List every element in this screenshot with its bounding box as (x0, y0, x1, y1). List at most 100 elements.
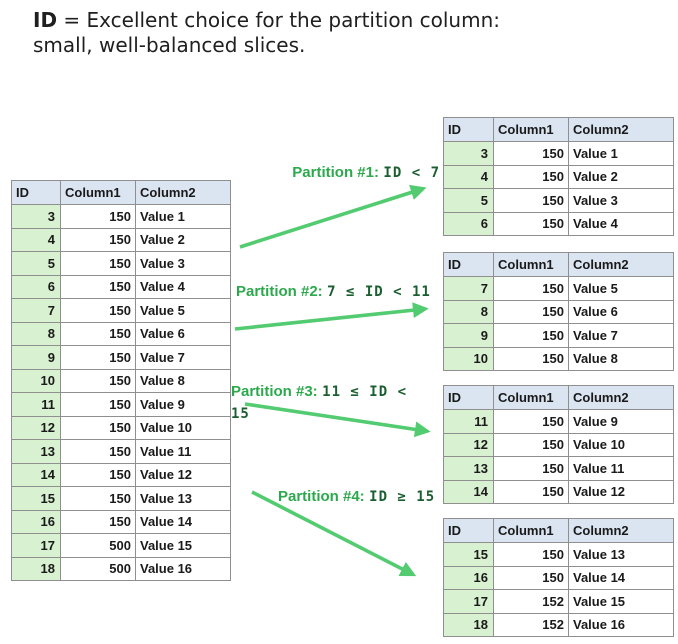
column-header: Column2 (568, 252, 674, 277)
id-cell: 18 (11, 556, 61, 581)
id-cell: 5 (11, 251, 61, 276)
partition-1-label-name: Partition #1: (292, 164, 379, 181)
column1-cell: 150 (493, 188, 569, 213)
column1-cell: 150 (493, 456, 569, 481)
column1-cell: 152 (493, 612, 569, 637)
partition-2-arrow-icon (234, 302, 429, 331)
column1-cell: 150 (493, 299, 569, 324)
partition-3-condition: 11 ≤ ID < 15 (231, 384, 407, 422)
column2-cell: Value 2 (135, 227, 231, 252)
column1-cell: 150 (493, 432, 569, 457)
id-cell: 17 (443, 589, 494, 614)
column2-cell: Value 14 (135, 509, 231, 534)
column1-cell: 150 (493, 346, 569, 371)
column1-cell: 150 (493, 141, 569, 166)
column2-cell: Value 8 (135, 368, 231, 393)
column2-cell: Value 5 (568, 276, 674, 301)
column2-cell: Value 7 (568, 323, 674, 348)
id-cell: 14 (443, 479, 494, 504)
column2-cell: Value 9 (568, 409, 674, 434)
id-cell: 6 (443, 211, 494, 236)
column1-cell: 150 (60, 392, 136, 417)
column1-cell: 150 (493, 276, 569, 301)
id-cell: 4 (11, 227, 61, 252)
id-cell: 8 (11, 321, 61, 346)
id-cell: 7 (443, 276, 494, 301)
column-header: Column1 (493, 518, 569, 543)
title-keyword: ID (33, 8, 58, 32)
column2-cell: Value 16 (135, 556, 231, 581)
column-header: Column1 (60, 180, 136, 205)
column2-cell: Value 5 (135, 298, 231, 323)
id-cell: 4 (443, 164, 494, 189)
column-header: Column2 (135, 180, 231, 205)
column2-cell: Value 3 (135, 251, 231, 276)
column-header: ID (443, 385, 494, 410)
id-cell: 9 (443, 323, 494, 348)
id-cell: 16 (443, 565, 494, 590)
column-header: ID (443, 117, 494, 142)
column2-cell: Value 13 (135, 486, 231, 511)
column2-cell: Value 9 (135, 392, 231, 417)
column-header: Column2 (568, 117, 674, 142)
column2-cell: Value 6 (135, 321, 231, 346)
partition-2-condition: 7 ≤ ID < 11 (327, 284, 431, 300)
column-header: ID (11, 180, 61, 205)
column2-cell: Value 7 (135, 345, 231, 370)
id-cell: 14 (11, 462, 61, 487)
column2-cell: Value 4 (568, 211, 674, 236)
column2-cell: Value 13 (568, 542, 674, 567)
column1-cell: 150 (493, 164, 569, 189)
id-cell: 12 (11, 415, 61, 440)
id-cell: 3 (443, 141, 494, 166)
page-title: ID = Excellent choice for the partition … (33, 8, 513, 58)
column2-cell: Value 4 (135, 274, 231, 299)
id-cell: 15 (443, 542, 494, 567)
id-cell: 15 (11, 486, 61, 511)
column1-cell: 150 (60, 509, 136, 534)
id-cell: 3 (11, 204, 61, 229)
column1-cell: 500 (60, 533, 136, 558)
column2-cell: Value 8 (568, 346, 674, 371)
column1-cell: 150 (60, 439, 136, 464)
column1-cell: 150 (493, 211, 569, 236)
title-text: = Excellent choice for the partition col… (33, 8, 500, 57)
column1-cell: 150 (60, 227, 136, 252)
column-header: ID (443, 252, 494, 277)
column1-cell: 150 (493, 542, 569, 567)
column1-cell: 150 (60, 345, 136, 370)
partition-2-label: Partition #2: 7 ≤ ID < 11 (236, 281, 431, 303)
column1-cell: 150 (60, 251, 136, 276)
column2-cell: Value 11 (135, 439, 231, 464)
id-cell: 18 (443, 612, 494, 637)
column1-cell: 150 (60, 486, 136, 511)
partition-4-condition: ID ≥ 15 (369, 489, 436, 505)
